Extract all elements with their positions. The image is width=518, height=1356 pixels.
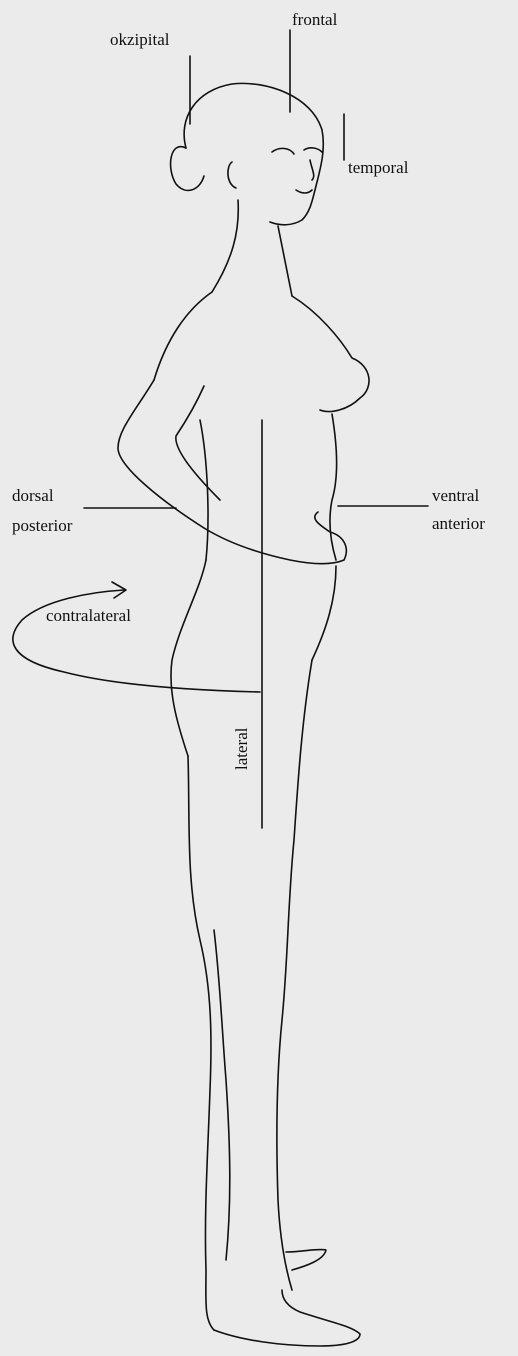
hair-bun [171, 147, 204, 191]
hip-front [312, 566, 336, 660]
neck-front [278, 226, 292, 296]
hip-back [171, 560, 206, 756]
head-outline [184, 83, 323, 224]
eye-left [304, 148, 322, 152]
neck-back [212, 200, 238, 292]
leg-back [188, 756, 214, 1330]
upper-arm-outer [118, 380, 204, 528]
hand [204, 512, 346, 564]
label-okzipital: okzipital [110, 30, 169, 49]
leg-middle [214, 930, 230, 1260]
shoulder [154, 292, 212, 380]
nose [310, 160, 314, 180]
leg-front [277, 660, 312, 1290]
label-temporal: temporal [348, 158, 408, 177]
label-contralateral: contralateral [46, 606, 131, 625]
eye-right [272, 148, 294, 154]
chest [292, 296, 369, 412]
foot-front [214, 1290, 360, 1346]
back-line [200, 420, 208, 560]
mouth [296, 190, 312, 193]
label-ventral: ventral [432, 486, 479, 505]
label-posterior: posterior [12, 516, 72, 535]
foot-back [286, 1249, 326, 1270]
label-anterior: anterior [432, 514, 485, 533]
label-dorsal: dorsal [12, 486, 54, 505]
upper-arm-inner [176, 386, 220, 500]
label-lateral: lateral [232, 728, 251, 770]
belly [330, 414, 337, 560]
ear [228, 162, 236, 188]
label-frontal: frontal [292, 10, 337, 29]
